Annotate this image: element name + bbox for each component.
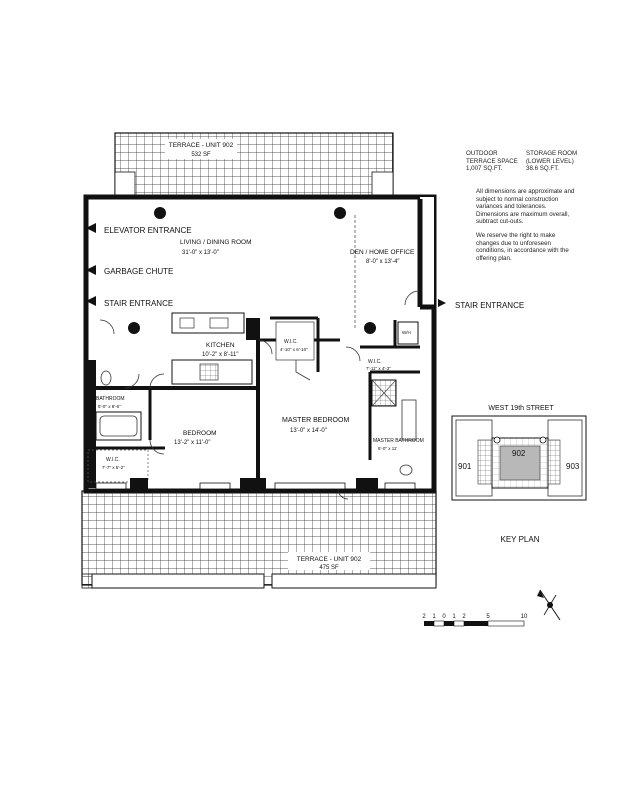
wic-bedroom-name: W.I.C. — [106, 457, 120, 463]
info-col1-line1: OUTDOOR — [466, 150, 498, 157]
scale-label-5: 5 — [486, 614, 490, 620]
key-plan-unit-903: 903 — [566, 462, 580, 471]
reserve-text: We reserve the right to make changes due… — [476, 231, 569, 262]
info-col2-line1: STORAGE ROOM — [526, 150, 578, 157]
top-terrace — [114, 132, 394, 198]
scale-label-3: 1 — [452, 614, 456, 620]
plan-labels: TERRACE - UNIT 902 532 SF ELEVATOR ENTRA… — [96, 142, 524, 571]
bedroom-name: BEDROOM — [183, 430, 217, 437]
den-name: DEN / HOME OFFICE — [350, 249, 415, 256]
key-plan: WEST 19th STREET 901 902 903 KEY PLAN — [451, 405, 587, 544]
living-room-name: LIVING / DINING ROOM — [180, 239, 252, 246]
master-bath-name: MASTER BATHROOM — [373, 438, 424, 444]
wic-den-dim: 7'-11" x 4'-3" — [366, 366, 391, 371]
key-plan-unit-902: 902 — [512, 449, 526, 458]
bottom-terrace — [81, 490, 437, 589]
apartment-walls — [83, 194, 446, 500]
info-area-col2: STORAGE ROOM (LOWER LEVEL) 38.6 SQ.FT. — [526, 150, 592, 173]
wh-label: W/H — [402, 330, 411, 335]
disclaimer-block: All dimensions are approximate and subje… — [476, 188, 576, 268]
kitchen-name: KITCHEN — [206, 342, 235, 349]
terrace-bottom-title: TERRACE - UNIT 902 — [297, 556, 362, 563]
kitchen-dim: 10'-2" x 8'-11" — [202, 352, 238, 358]
scale-label-1: 1 — [432, 614, 436, 620]
elevator-entrance-label: ELEVATOR ENTRANCE — [104, 226, 192, 235]
scale-label-4: 2 — [462, 614, 466, 620]
garbage-chute-label: GARBAGE CHUTE — [104, 267, 173, 276]
bathroom-dim: 5'-0" x 8'-6" — [98, 404, 121, 409]
info-col1-line2: TERRACE SPACE — [466, 157, 518, 165]
wic-kitchen-dim: 4'-10" x 6'-10" — [280, 347, 308, 352]
info-col2-line3: 38.6 SQ.FT. — [526, 165, 560, 173]
bathroom-name: BATHROOM — [96, 396, 125, 402]
living-room-dim: 31'-0" x 13'-0" — [182, 250, 219, 256]
stair-entrance-left-label: STAIR ENTRANCE — [104, 299, 173, 308]
scale-label-0: 2 — [422, 614, 426, 620]
key-plan-label: KEY PLAN — [501, 535, 540, 544]
master-bedroom-dim: 13'-0" x 14'-0" — [290, 428, 327, 434]
wic-den-name: W.I.C. — [368, 359, 382, 365]
terrace-top-area: 532 SF — [191, 152, 211, 158]
wic-kitchen-name: W.I.C. — [284, 339, 298, 345]
info-area-col1: OUTDOOR TERRACE SPACE 1,007 SQ.FT. — [466, 150, 518, 173]
wic-bedroom-dim: 7'-7" x 5'-2" — [102, 465, 125, 470]
master-bath-dim: 6'-0" x 11' — [378, 446, 397, 451]
den-dim: 8'-0" x 13'-4" — [366, 259, 400, 265]
stair-entrance-right-label: STAIR ENTRANCE — [455, 301, 524, 310]
north-arrow-icon — [537, 589, 561, 621]
bedroom-dim: 13'-2" x 11'-0" — [174, 440, 210, 446]
terrace-top-title: TERRACE - UNIT 902 — [169, 142, 234, 149]
scale-label-2: 0 — [442, 614, 446, 620]
key-plan-unit-901: 901 — [458, 462, 472, 471]
info-col1-line3: 1,007 SQ.FT. — [466, 165, 503, 173]
terrace-bottom-area: 475 SF — [319, 565, 339, 571]
info-col2-line2: (LOWER LEVEL) — [526, 157, 574, 165]
key-plan-street: WEST 19th STREET — [488, 405, 554, 412]
scale-bar: 2 1 0 1 2 5 10 — [422, 614, 528, 627]
disclaimer-text: All dimensions are approximate and subje… — [476, 188, 575, 226]
scale-label-6: 10 — [521, 614, 528, 620]
master-bedroom-name: MASTER BEDROOM — [282, 417, 349, 424]
